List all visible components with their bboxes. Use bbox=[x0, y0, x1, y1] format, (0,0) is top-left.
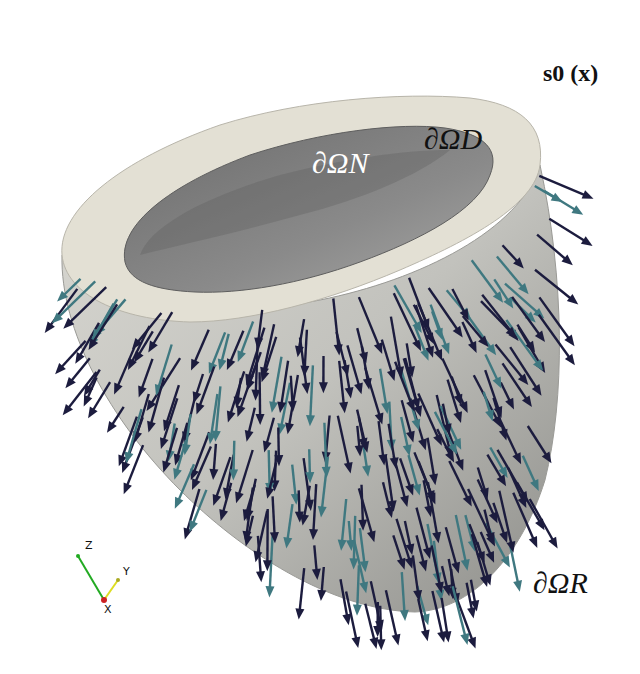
axis-triad bbox=[76, 554, 120, 603]
boundary-label: ∂ΩD bbox=[424, 122, 482, 155]
axis-label: Y bbox=[120, 566, 133, 578]
axis-label: Z bbox=[82, 540, 96, 552]
vector-field-label: s0 (x) bbox=[540, 60, 601, 86]
boundary-label: ∂ΩN bbox=[312, 146, 369, 179]
basal-ring bbox=[62, 96, 541, 322]
axis-label: X bbox=[101, 604, 115, 616]
cavity-shade bbox=[140, 150, 450, 255]
boundary-label: ∂ΩR bbox=[530, 566, 591, 599]
